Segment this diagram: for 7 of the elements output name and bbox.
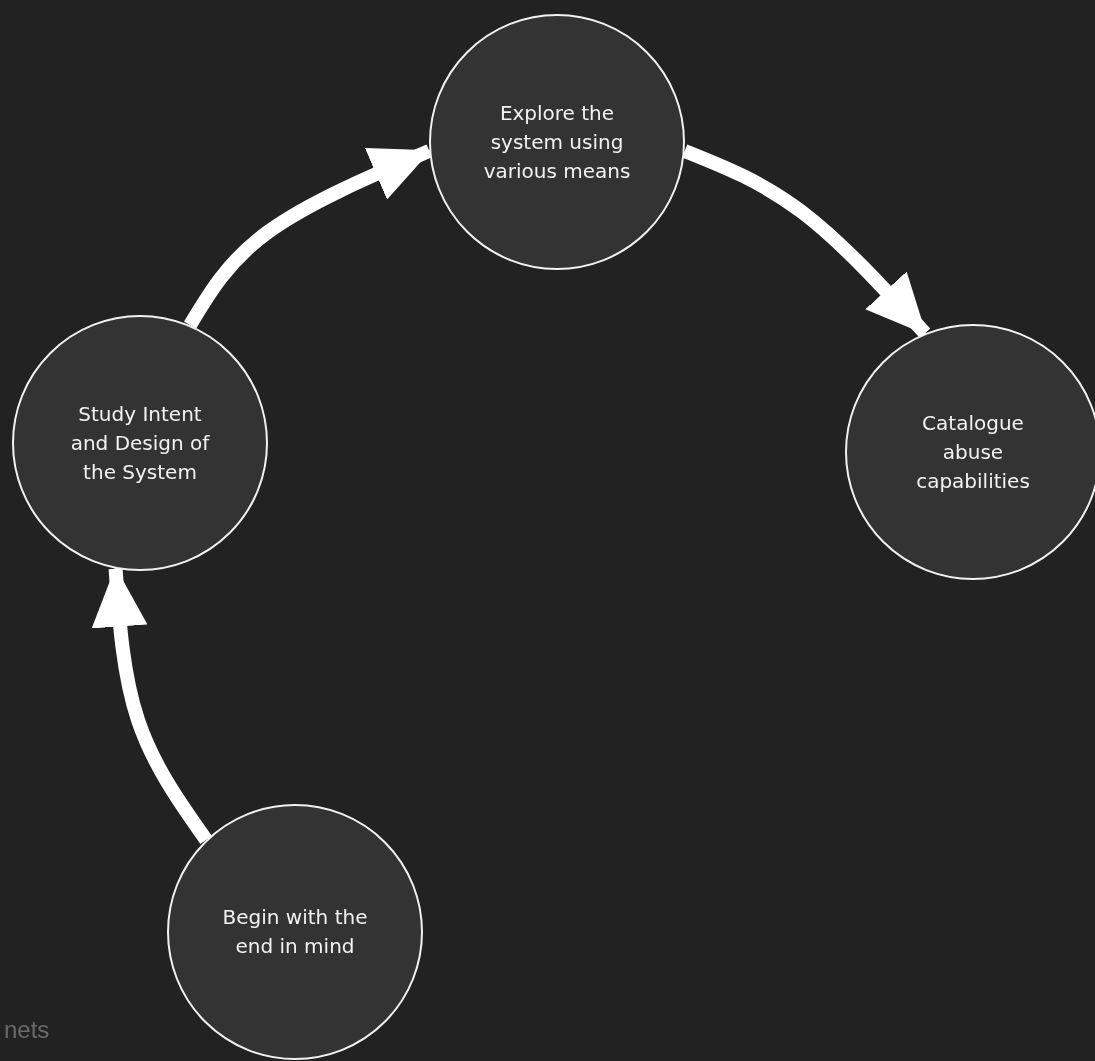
step-label: Catalogue abuse capabilities	[915, 409, 1031, 495]
note-text: nets	[4, 1016, 50, 1044]
curved-arrow	[682, 144, 931, 339]
curved-arrow	[91, 566, 212, 844]
step-label: Study Intent and Design of the System	[69, 400, 211, 486]
step-label: Explore the system using various means	[482, 99, 632, 185]
step-label: Begin with the end in mind	[221, 904, 369, 960]
